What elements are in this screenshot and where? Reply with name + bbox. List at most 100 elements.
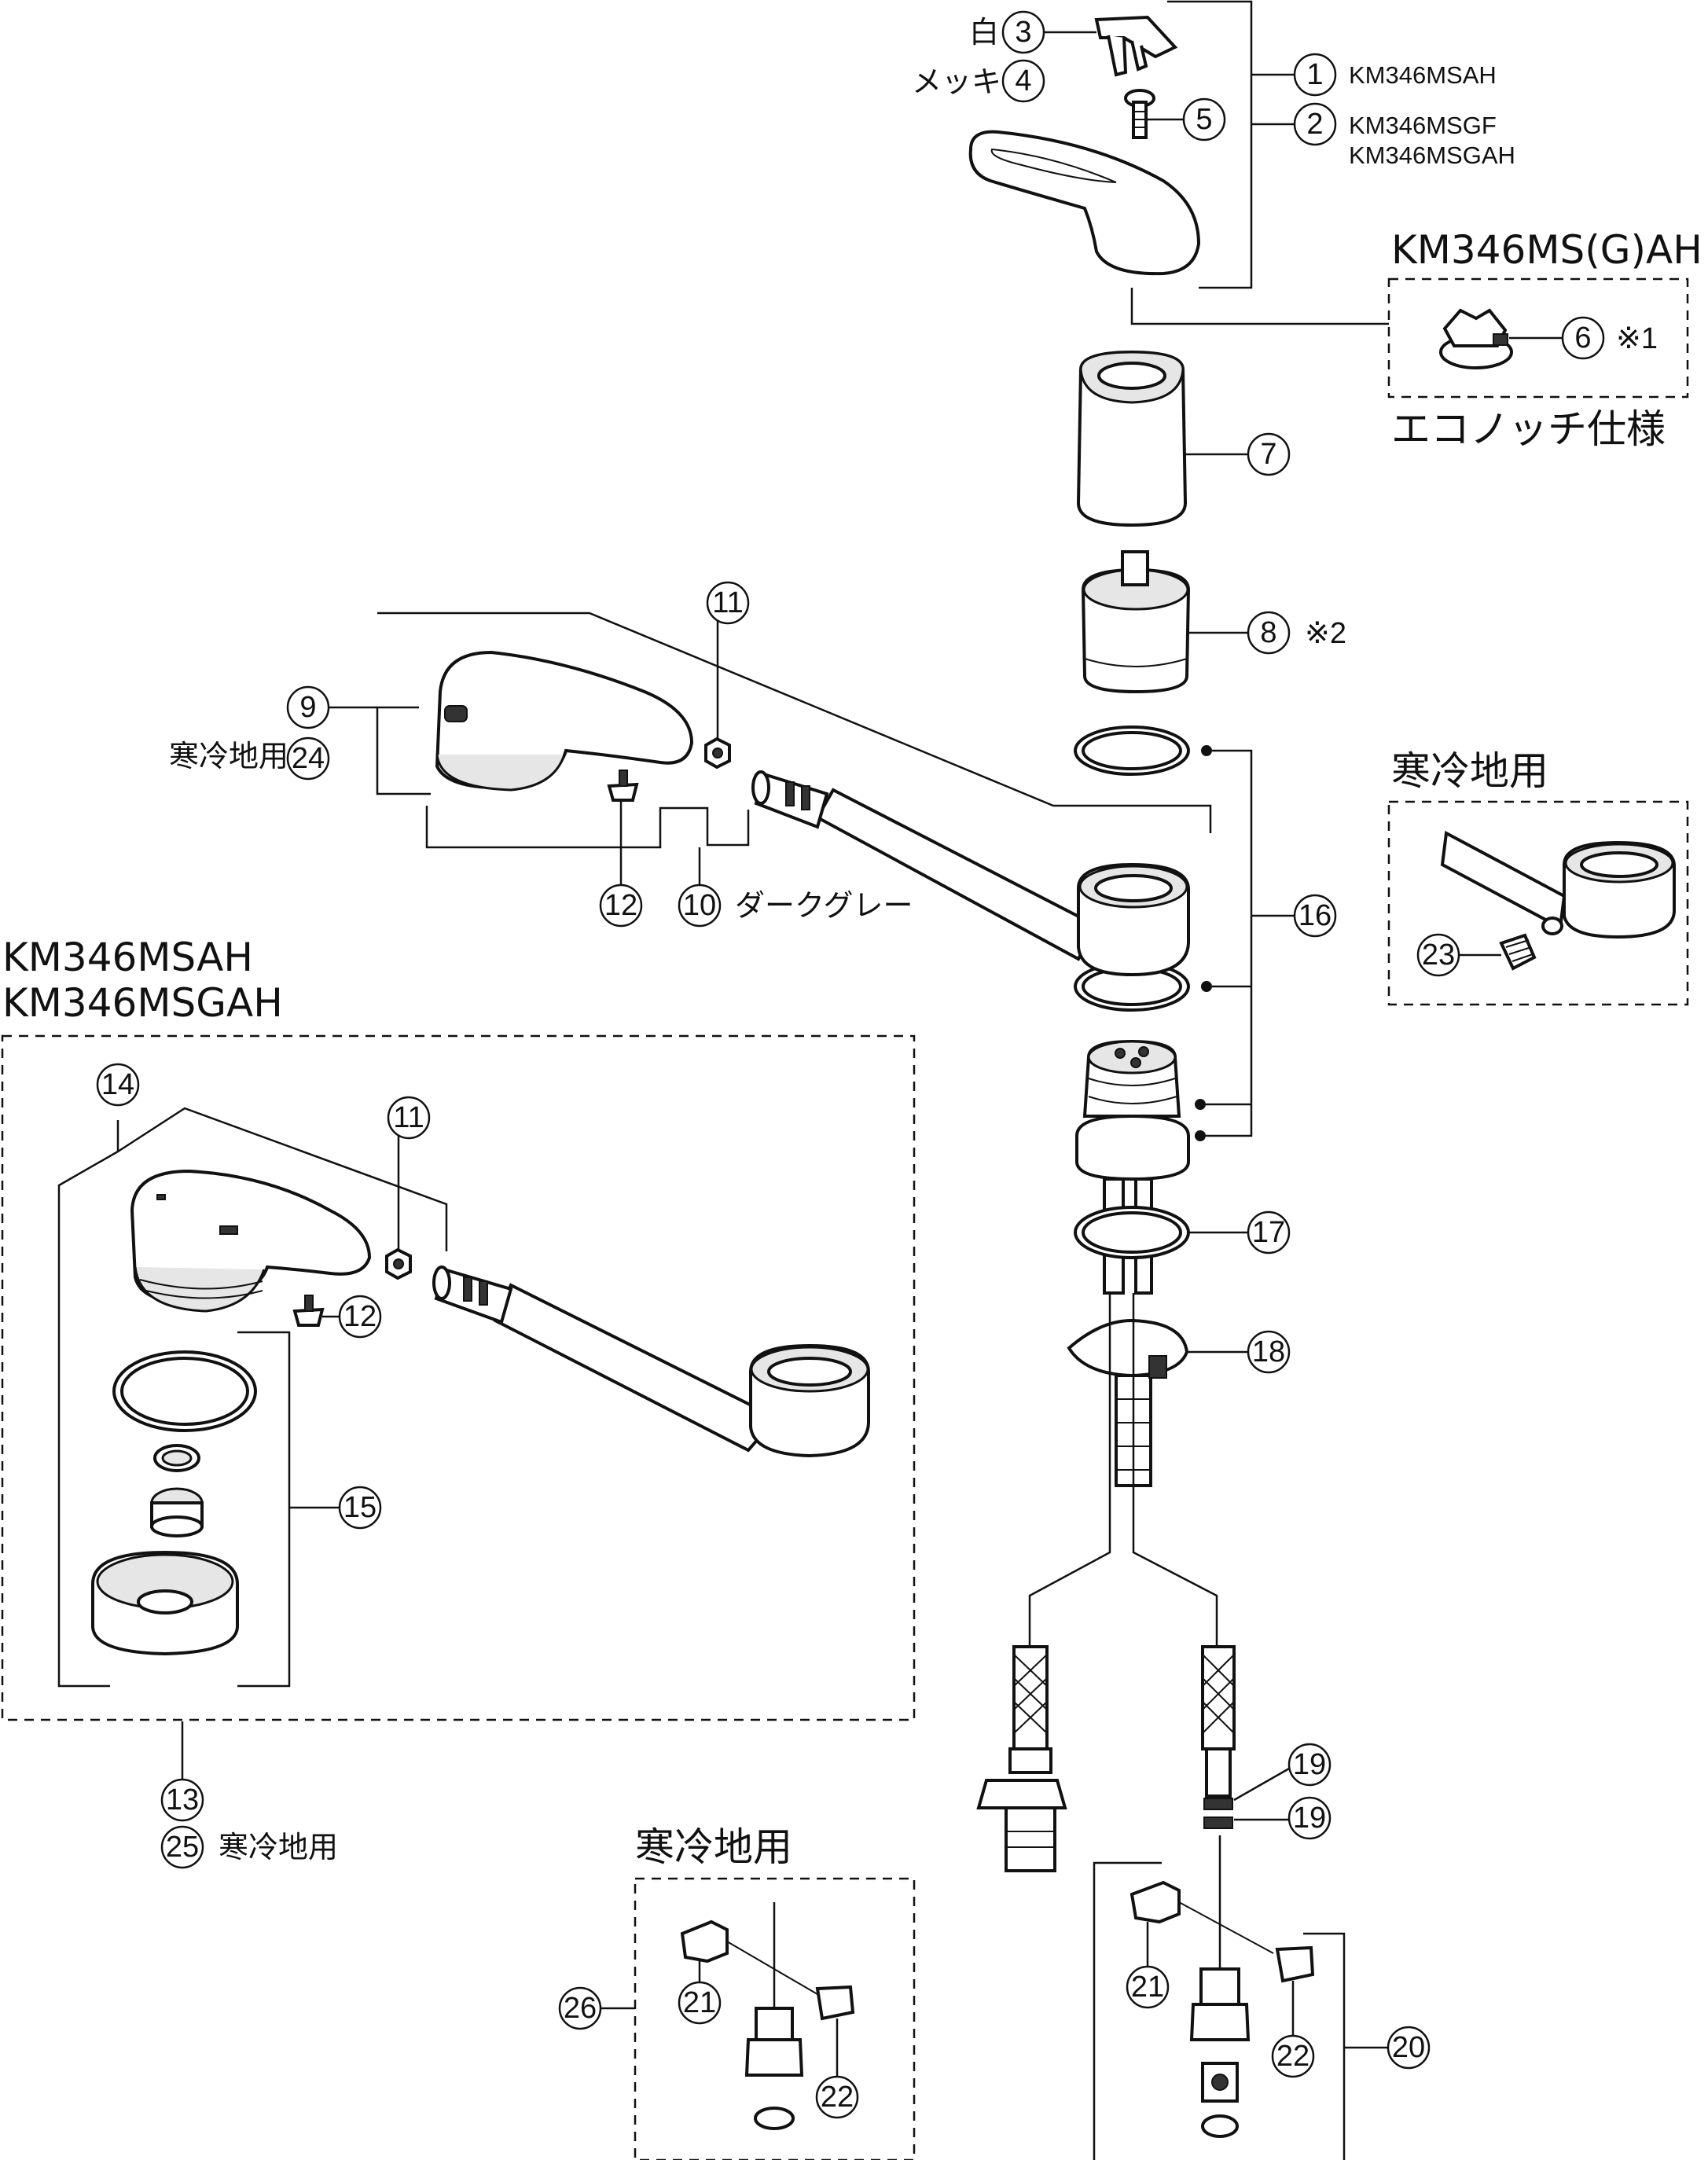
- svg-text:22: 22: [1276, 2040, 1309, 2073]
- callout-16: 16: [1293, 894, 1337, 938]
- white-label: 白: [969, 17, 999, 50]
- eco-notch-part: [1439, 308, 1513, 369]
- callout-26: 26: [558, 1986, 602, 2030]
- svg-text:21: 21: [683, 1986, 716, 2019]
- callout-25: 25: [160, 1825, 204, 1869]
- cartridge-part: [1081, 550, 1191, 694]
- spout-part: [751, 770, 1190, 977]
- callout-21a: 21: [678, 1981, 722, 2025]
- svg-text:5: 5: [1196, 103, 1212, 136]
- mounting-bracket-part: [1067, 1318, 1189, 1487]
- o-ring-15-part: [112, 1350, 257, 1432]
- plating-label: メッキ: [912, 66, 1001, 99]
- clip-22b-part: [1178, 1901, 1315, 1983]
- lever-cap-part: [1094, 15, 1178, 77]
- note-2-label: ※2: [1305, 617, 1346, 650]
- screw-12b-part: [292, 1295, 325, 1327]
- spout-variant-part: [432, 1266, 870, 1458]
- svg-text:12: 12: [604, 889, 637, 922]
- svg-text:24: 24: [292, 742, 325, 775]
- callout-6: 6: [1561, 316, 1605, 360]
- shower-models-title-1: KM346MSAH: [2, 935, 253, 980]
- shower-head-variant-part: [130, 1169, 372, 1313]
- svg-text:16: 16: [1298, 899, 1332, 932]
- svg-text:17: 17: [1252, 1216, 1285, 1249]
- callout-21b: 21: [1126, 1965, 1170, 2009]
- nut-11b-part: [385, 1247, 412, 1280]
- elbow-20-part: [1189, 1967, 1251, 2138]
- shower-models-title-2: KM346MSGAH: [2, 980, 283, 1026]
- svg-text:7: 7: [1260, 438, 1276, 471]
- screw-12-part: [607, 770, 639, 802]
- cold-region-bottom-title: 寒冷地用: [635, 1824, 792, 1870]
- svg-text:11: 11: [393, 1101, 424, 1134]
- cold-region-right-title: 寒冷地用: [1391, 748, 1548, 794]
- clip-21b-part: [1129, 1880, 1181, 1924]
- eco-notch-box: [1387, 277, 1689, 399]
- callout-20: 20: [1387, 2026, 1431, 2070]
- clip-21a-part: [680, 1919, 729, 1963]
- svg-text:20: 20: [1392, 2031, 1425, 2064]
- svg-text:2: 2: [1306, 108, 1323, 141]
- callout-13: 13: [160, 1778, 204, 1822]
- callout-22a: 22: [815, 2075, 859, 2119]
- callout-9: 9: [286, 685, 330, 729]
- svg-text:8: 8: [1260, 616, 1276, 649]
- cold-region-24-label: 寒冷地用: [169, 740, 288, 773]
- svg-text:18: 18: [1252, 1335, 1285, 1368]
- eco-model-label: KM346MS(G)AH: [1391, 227, 1702, 273]
- callout-17: 17: [1247, 1210, 1291, 1254]
- nut-11-part: [704, 737, 731, 770]
- model-1-label: KM346MSAH: [1349, 61, 1497, 89]
- callout-10: 10: [678, 883, 722, 928]
- callout-19b: 19: [1287, 1796, 1332, 1840]
- note-1-label: ※1: [1616, 322, 1658, 355]
- cold-region-spout-part: [1440, 830, 1676, 939]
- svg-text:4: 4: [1015, 64, 1031, 97]
- drain-plug-part: [1499, 933, 1537, 971]
- callout-15: 15: [338, 1486, 382, 1530]
- svg-text:10: 10: [683, 889, 716, 922]
- callout-11b: 11: [387, 1096, 431, 1140]
- svg-text:6: 6: [1574, 321, 1591, 354]
- aerator-15-part: [150, 1487, 204, 1537]
- shower-variant-box: [1, 1034, 916, 1721]
- dark-gray-label: ダークグレー: [735, 890, 913, 923]
- sprayhead-cap-part: [91, 1550, 239, 1656]
- callout-1: 1: [1293, 53, 1337, 97]
- cold-region-right-box: [1387, 800, 1689, 1006]
- svg-text:11: 11: [712, 586, 743, 619]
- elbow-26-part: [744, 2007, 804, 2130]
- svg-text:19: 19: [1293, 1802, 1326, 1835]
- washer-15-part: [153, 1444, 200, 1472]
- callout-14: 14: [96, 1063, 140, 1107]
- svg-text:3: 3: [1015, 16, 1031, 49]
- callout-18: 18: [1247, 1330, 1291, 1374]
- svg-text:23: 23: [1422, 939, 1455, 972]
- svg-text:13: 13: [166, 1783, 199, 1817]
- hose-right-part: [1201, 1645, 1236, 1829]
- model-2a-label: KM346MSGF: [1349, 112, 1497, 139]
- callout-12b: 12: [338, 1295, 382, 1339]
- callout-11a: 11: [706, 581, 750, 625]
- hose-left-part: [976, 1645, 1067, 1872]
- callout-8: 8: [1247, 611, 1291, 655]
- callout-12a: 12: [599, 883, 643, 928]
- callout-7: 7: [1247, 432, 1291, 476]
- svg-text:21: 21: [1131, 1971, 1164, 2004]
- model-2b-label: KM346MSGAH: [1349, 141, 1515, 169]
- svg-text:1: 1: [1306, 58, 1323, 91]
- svg-text:9: 9: [299, 691, 316, 724]
- callout-22b: 22: [1271, 2034, 1315, 2078]
- svg-text:25: 25: [166, 1831, 199, 1864]
- svg-text:19: 19: [1293, 1748, 1326, 1781]
- svg-text:26: 26: [564, 1992, 597, 2025]
- body-cover-part: [1076, 350, 1188, 527]
- callout-2: 2: [1293, 102, 1337, 146]
- svg-text:14: 14: [101, 1068, 134, 1101]
- callout-3: 3: [1001, 10, 1045, 54]
- callout-24: 24: [286, 737, 330, 781]
- cold-region-25-label: 寒冷地用: [219, 1831, 338, 1864]
- callout-19a: 19: [1287, 1743, 1332, 1787]
